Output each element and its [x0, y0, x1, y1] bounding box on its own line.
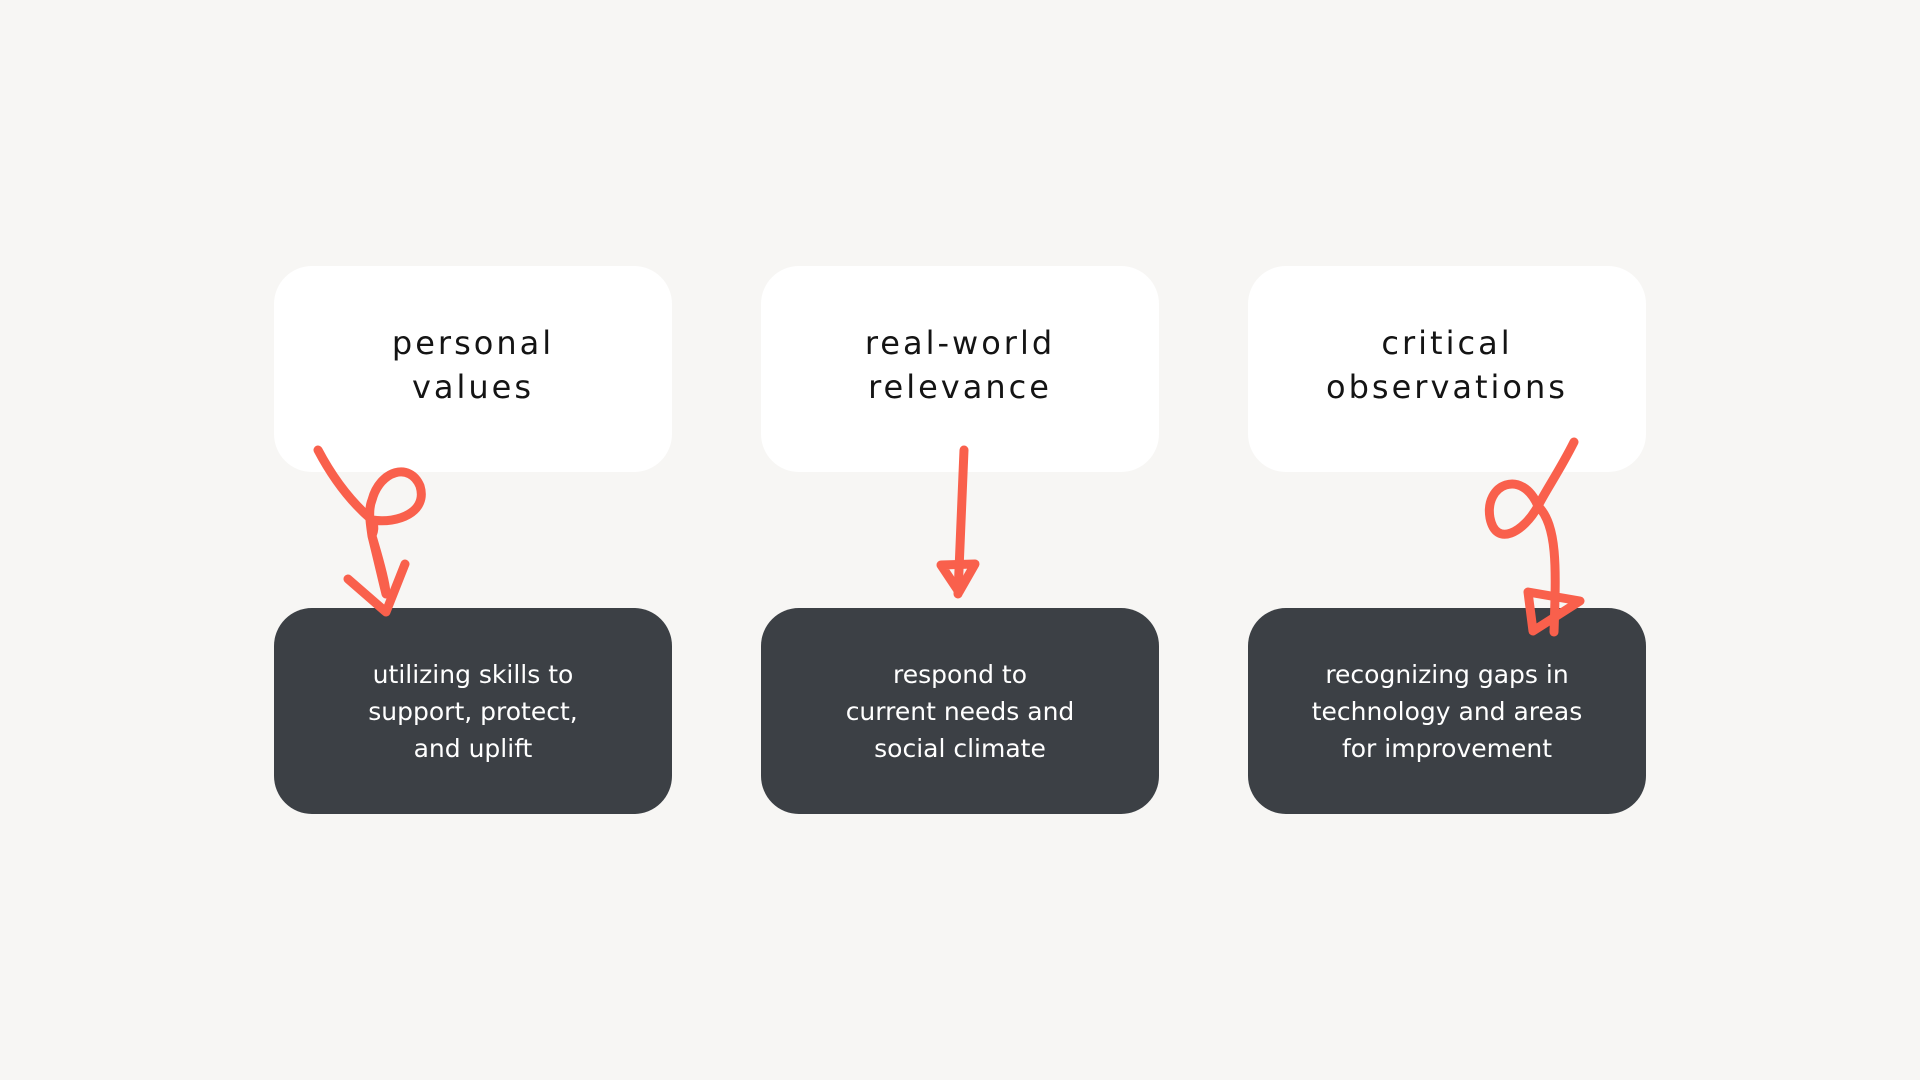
recognizing-gaps-label: recognizing gaps in technology and areas…	[1311, 659, 1583, 763]
respond-to-needs-card: respond to current needs and social clim…	[761, 608, 1159, 814]
real-world-relevance-card: real-world relevance	[761, 266, 1159, 472]
personal-values-card: personal values	[274, 266, 672, 472]
loop-arrow-left	[313, 445, 426, 617]
utilizing-skills-label: utilizing skills to support, protect, an…	[368, 659, 578, 763]
critical-observations-card: critical observations	[1248, 266, 1646, 472]
personal-values-label: personal values	[391, 324, 555, 406]
critical-observations-label: critical observations	[1326, 324, 1568, 406]
real-world-relevance-label: real-world relevance	[864, 324, 1056, 406]
utilizing-skills-card: utilizing skills to support, protect, an…	[274, 608, 672, 814]
recognizing-gaps-card: recognizing gaps in technology and areas…	[1248, 608, 1646, 814]
respond-to-needs-label: respond to current needs and social clim…	[845, 659, 1075, 763]
